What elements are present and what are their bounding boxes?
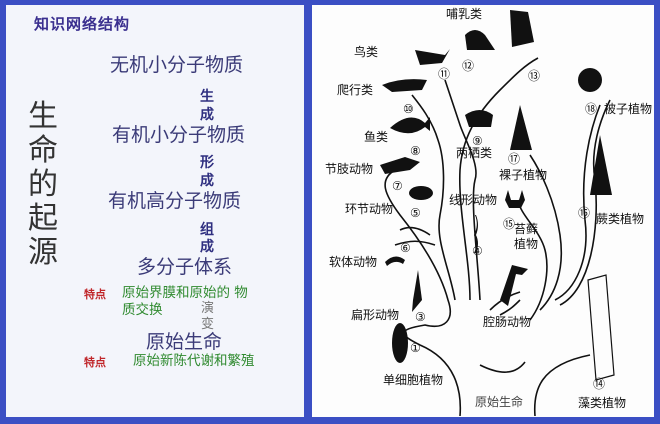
mammal-icon (465, 30, 495, 50)
human-icon (510, 10, 534, 47)
label-fish: 鱼类 (364, 130, 389, 144)
number-marker: ⑪ (438, 67, 451, 81)
origin-of-life-panel (6, 5, 304, 417)
number-marker: ⑭ (593, 377, 606, 391)
stage-primitive-life: 原始生命 (146, 331, 223, 353)
arrow-text: 变 (201, 317, 215, 332)
number-marker: ⑦ (392, 179, 403, 193)
section-header: 知识网络结构 (34, 15, 131, 33)
gymnosperm-icon (510, 105, 532, 150)
label-annelids: 软体动物 (329, 255, 378, 269)
arrow-text: 形 (200, 155, 214, 171)
label-single-cell-plants: 单细胞植物 (383, 373, 444, 387)
frog-icon (465, 110, 493, 127)
fish-icon (390, 117, 430, 134)
label-ferns: 蕨类植物 (596, 212, 645, 226)
algae-icon (587, 274, 615, 381)
number-marker: ⑰ (508, 152, 521, 166)
label-arthropods: 节肢动物 (325, 162, 374, 176)
number-marker: ① (410, 341, 421, 355)
number-marker: ④ (472, 244, 483, 258)
label-roundworms: 线形动物 (449, 193, 498, 207)
feature-label: 特点 (84, 356, 106, 369)
feature-text: 原始新陈代谢和繁殖 (133, 353, 255, 369)
number-marker: ⑬ (528, 69, 541, 83)
label-amphibians: 两栖类 (456, 146, 493, 160)
label-flatworms: 扁形动物 (351, 308, 400, 322)
stage-inorganic-small: 无机小分子物质 (110, 54, 244, 76)
label-reptiles: 爬行类 (337, 83, 374, 97)
label-mammals: 哺乳类 (446, 7, 483, 21)
number-marker: ⑯ (578, 206, 591, 220)
fern-icon (590, 135, 612, 195)
coelenterate-icon (500, 265, 528, 306)
arrow-text: 成 (200, 239, 214, 255)
feature-text: 质交换 (122, 302, 163, 318)
number-marker: ⑮ (503, 217, 516, 231)
label-coelenterates: 腔肠动物 (483, 315, 532, 329)
stage-organic-small: 有机小分子物质 (112, 124, 246, 146)
single-cell-icon (392, 323, 408, 363)
reptile-icon (382, 79, 427, 92)
arrow-text: 组 (200, 222, 214, 238)
flatworm-icon (412, 270, 422, 312)
stage-multimolecular: 多分子体系 (137, 256, 233, 278)
mollusk-icon (409, 186, 433, 200)
label-mollusks: 环节动物 (345, 202, 394, 216)
label-mosses: 苔藓植物 (514, 222, 539, 251)
organism-silhouettes (380, 10, 612, 363)
label-birds: 鸟类 (354, 45, 379, 59)
arrow-text: 成 (200, 107, 214, 123)
number-marker: ⑫ (462, 59, 475, 73)
angiosperm-icon (578, 68, 602, 92)
arrow-text: 生 (200, 89, 214, 105)
bird-icon (415, 49, 450, 65)
number-marker: ⑥ (400, 241, 411, 255)
label-algae: 藻类植物 (578, 396, 627, 410)
number-marker: ⑧ (410, 144, 421, 158)
stage-organic-macro: 有机高分子物质 (108, 190, 242, 212)
number-marker: ⑱ (585, 102, 598, 116)
arrow-text: 成 (200, 173, 214, 189)
tree-branches (384, 57, 611, 417)
feature-label: 特点 (84, 288, 106, 301)
number-marker: ⑩ (403, 102, 414, 116)
moss-icon (505, 190, 525, 208)
arthropod-icon (380, 157, 420, 174)
label-angiosperms: 被子植物 (604, 102, 653, 116)
annelid-icon (385, 256, 405, 266)
roundworm-icon (474, 215, 478, 253)
feature-text: 原始界膜和原始的 物 (122, 285, 248, 301)
number-marker: ⑤ (410, 206, 421, 220)
label-root: 原始生命 (475, 395, 524, 409)
number-marker: ⑨ (472, 134, 483, 148)
arrow-text: 演 (201, 301, 215, 316)
label-gymnosperms: 裸子植物 (499, 168, 548, 182)
vertical-title: 生命的起源 (28, 99, 58, 270)
number-marker: ③ (415, 310, 426, 324)
